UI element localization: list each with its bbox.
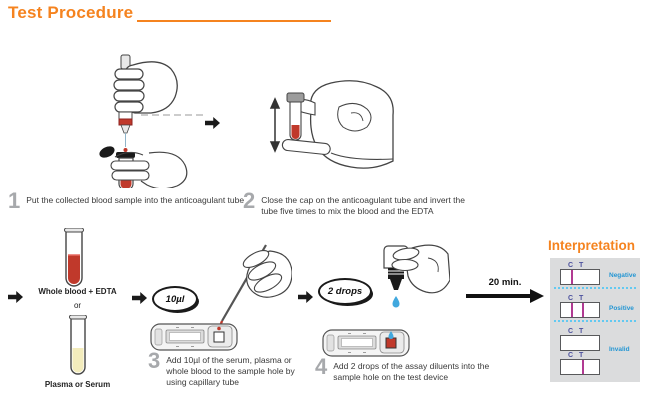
control-letter: C [568, 352, 574, 359]
strip-letters: C T [560, 328, 598, 336]
test-letter: T [579, 328, 584, 335]
plasma-serum-label: Plasma or Serum [44, 380, 111, 389]
timer-arrow-icon [466, 289, 544, 303]
strip-letters: C T [560, 295, 598, 303]
result-strip-invalid-blank [560, 335, 600, 351]
whole-blood-label: Whole blood + EDTA [38, 287, 117, 296]
step-1-text: Put the collected blood sample into the … [26, 195, 245, 205]
step-4-number: 4 [315, 354, 328, 379]
arrow-right-icon [205, 117, 220, 129]
strip-letters: C T [560, 262, 598, 270]
whole-blood-tube-icon [64, 228, 84, 287]
test-line [582, 303, 584, 317]
invert-tube-illustration [269, 80, 394, 169]
step-1-caption: 1 Put the collected blood sample into th… [8, 188, 245, 213]
volume-badge: 10µl [152, 286, 198, 312]
interpretation-panel: C T Negative C T Positive C T Invalid [550, 258, 640, 382]
result-strip-invalid-t-only [560, 359, 600, 375]
test-cassette [150, 323, 238, 351]
control-line [571, 303, 573, 317]
test-cassette [322, 329, 410, 357]
dropper-into-tube-illustration [99, 54, 203, 188]
dashed-divider [554, 287, 636, 289]
step-2-number: 2 [243, 188, 256, 213]
arrow-right-icon [298, 291, 313, 303]
step-1-number: 1 [8, 188, 21, 213]
control-letter: C [568, 328, 574, 335]
capillary-hand-illustration [219, 244, 292, 326]
step-3-caption: 3 Add 10µl of the serum, plasma or whole… [148, 348, 304, 388]
strip-letters: C T [560, 352, 598, 360]
result-label-invalid: Invalid [609, 346, 630, 353]
result-label-positive: Positive [609, 305, 634, 312]
step-3-number: 3 [148, 348, 161, 373]
step-2-caption: 2 Close the cap on the anticoagulant tub… [243, 188, 473, 217]
result-label-negative: Negative [609, 272, 637, 279]
result-strip-positive [560, 302, 600, 318]
or-label: or [73, 301, 82, 310]
plasma-serum-tube-icon [69, 315, 87, 375]
control-letter: C [568, 295, 574, 302]
arrow-right-icon [8, 291, 23, 303]
interpretation-title: Interpretation [548, 238, 636, 253]
dropper-bottle-illustration [383, 244, 450, 308]
step-4-caption: 4 Add 2 drops of the assay diluents into… [315, 354, 505, 383]
drops-badge: 2 drops [318, 278, 372, 305]
control-letter: C [568, 262, 574, 269]
result-strip-negative [560, 269, 600, 285]
page-title: Test Procedure [8, 3, 134, 22]
test-line [582, 360, 584, 374]
step-3-text: Add 10µl of the serum, plasma or whole b… [166, 355, 295, 388]
control-line [571, 270, 573, 284]
test-letter: T [579, 352, 584, 359]
title-underline [137, 20, 331, 22]
arrow-right-icon [132, 292, 147, 304]
step-2-text: Close the cap on the anticoagulant tube … [261, 195, 465, 217]
test-letter: T [579, 295, 584, 302]
test-letter: T [579, 262, 584, 269]
wait-time-label: 20 min. [488, 277, 522, 288]
dashed-divider [554, 320, 636, 322]
step-4-text: Add 2 drops of the assay diluents into t… [333, 361, 490, 383]
